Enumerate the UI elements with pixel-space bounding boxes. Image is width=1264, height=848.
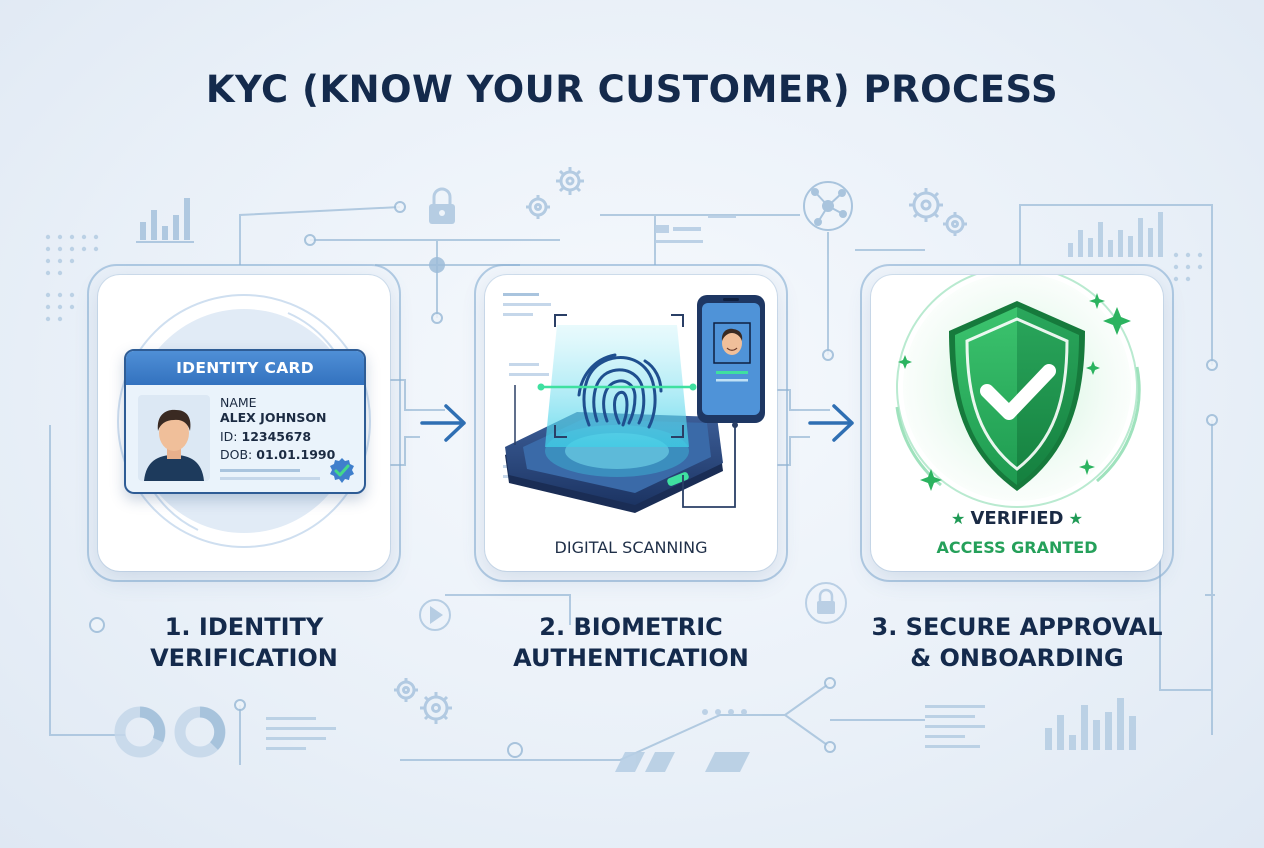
identity-card: IDENTITY CARD NAME ALEX JOHNSON ID: 1234…: [124, 349, 366, 494]
name-value: ALEX JOHNSON: [220, 410, 327, 425]
flow-arrow-icon: [420, 404, 466, 442]
checkmark-icon: [980, 364, 1056, 420]
star-icon: ★: [1068, 509, 1083, 528]
page-title: KYC (KNOW YOUR CUSTOMER) PROCESS: [205, 68, 1059, 111]
verified-badge-icon: [330, 458, 354, 483]
donut-chart-icon: [114, 706, 226, 758]
avatar: [138, 395, 210, 481]
shield-illustration: [895, 275, 1141, 508]
network-hub-icon: [803, 181, 853, 231]
lock-icon: [429, 187, 455, 224]
identity-card-header: IDENTITY CARD: [126, 351, 364, 385]
card-frame-identity: [87, 264, 401, 582]
bar-chart-icon: [1068, 212, 1163, 257]
smartphone-icon: [697, 295, 765, 423]
biometric-scanner-illustration: [503, 293, 765, 513]
card-frame-biometric: [474, 264, 788, 582]
digital-scanning-caption: DIGITAL SCANNING: [554, 538, 708, 557]
star-icon: ★: [951, 509, 966, 528]
access-granted-status: ACCESS GRANTED: [936, 538, 1098, 557]
name-label: NAME: [220, 395, 257, 410]
date-of-birth: DOB: 01.01.1990: [220, 447, 336, 462]
bar-chart-icon: [1045, 698, 1136, 750]
bar-chart-icon: [136, 198, 194, 243]
flow-arrow-icon: [808, 404, 854, 442]
step-2-label: 2. BIOMETRIC AUTHENTICATION: [513, 613, 749, 672]
fingerprint-icon: [577, 353, 663, 429]
gear-icon: [394, 167, 967, 724]
id-number: ID: 12345678: [220, 429, 312, 444]
play-icon: [419, 599, 451, 631]
card-frame-approval: [860, 264, 1174, 582]
lock-icon: [805, 582, 847, 624]
card-text-lines: [220, 469, 320, 480]
step-1-label: 1. IDENTITY VERIFICATION: [150, 613, 338, 672]
step-3-label: 3. SECURE APPROVAL & ONBOARDING: [871, 613, 1163, 672]
verified-status: ★ VERIFIED ★: [951, 508, 1083, 529]
